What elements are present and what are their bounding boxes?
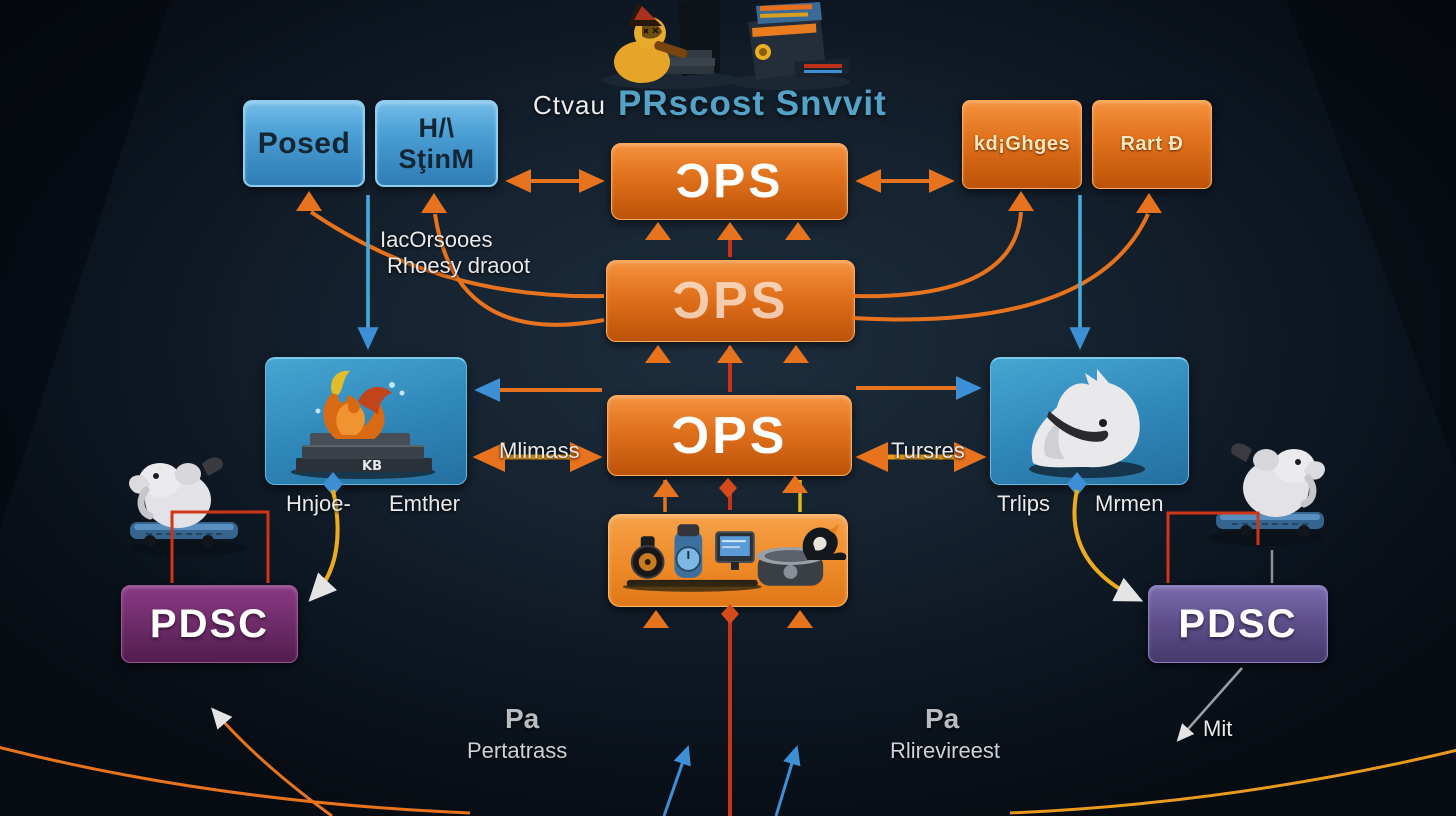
label-hnjoe: Hnjoe- <box>286 491 351 516</box>
label-iacorsooes: IacOrsooes <box>380 227 493 252</box>
node-ops-3-label: ƆPS <box>671 406 788 465</box>
elephant-on-keyboard-icon <box>1208 443 1325 546</box>
title-prefix: Ctvau <box>533 90 606 120</box>
node-pdsc-left: PDSC <box>121 585 298 663</box>
node-kdghges-label: kd¡Ghges <box>973 133 1071 155</box>
panel-phoenix: KB <box>265 357 467 485</box>
page-title: PRscost Snvvit <box>618 84 887 123</box>
panel-swan <box>990 357 1189 485</box>
label-pa-left: Pa <box>505 703 540 734</box>
label-rhoesy-draoot: Rhoesy draoot <box>387 253 531 278</box>
node-gadget-box <box>608 514 848 607</box>
node-ops-2: ƆPS <box>606 260 855 342</box>
phoenix-on-books-icon: KB <box>291 370 435 479</box>
label-trlips: Trlips <box>997 491 1050 516</box>
node-pdsc-right-label: PDSC <box>1178 601 1298 646</box>
label-emther: Emther <box>389 491 460 516</box>
elephant-right <box>1188 432 1338 567</box>
elephant-on-keyboard-icon <box>129 457 246 556</box>
elephant-left <box>116 446 266 578</box>
book-spine-label: KB <box>362 459 382 474</box>
corner-shade-right <box>1286 0 1456 470</box>
node-rartd: Rart Ð <box>1092 100 1212 189</box>
arrow-bottom-left <box>211 707 333 816</box>
node-posed-label: Posed <box>257 126 351 160</box>
label-mlimass: Mlimass <box>499 438 580 463</box>
node-kdghges: kd¡Ghges <box>962 100 1082 189</box>
node-ops-2-label: ƆPS <box>672 272 789 330</box>
label-rlirevireest: Rlirevireest <box>890 738 1001 763</box>
swan-icon <box>1029 369 1145 478</box>
node-sqnm-label: H/\ SţinM <box>398 112 475 174</box>
node-pdsc-right: PDSC <box>1148 585 1328 663</box>
gadgets-icon <box>622 524 847 592</box>
label-pertatrass: Pertatrass <box>467 738 568 763</box>
node-sqnm: H/\ SţinM <box>375 100 498 187</box>
label-tursres: Tursres <box>891 438 965 463</box>
duck-mascot-icon <box>602 0 738 89</box>
node-rartd-label: Rart Ð <box>1120 133 1184 155</box>
top-mascots <box>598 0 858 90</box>
label-pa-right: Pa <box>925 703 960 734</box>
printer-icon <box>730 2 850 90</box>
node-pdsc-left-label: PDSC <box>149 601 270 646</box>
label-mit: Mit <box>1203 716 1233 741</box>
label-mrmen: Mrmen <box>1095 491 1164 516</box>
node-ops-1: ƆPS <box>611 143 848 220</box>
node-ops-1-label: ƆPS <box>675 155 784 208</box>
node-ops-3: ƆPS <box>607 395 852 476</box>
node-posed: Posed <box>243 100 365 187</box>
